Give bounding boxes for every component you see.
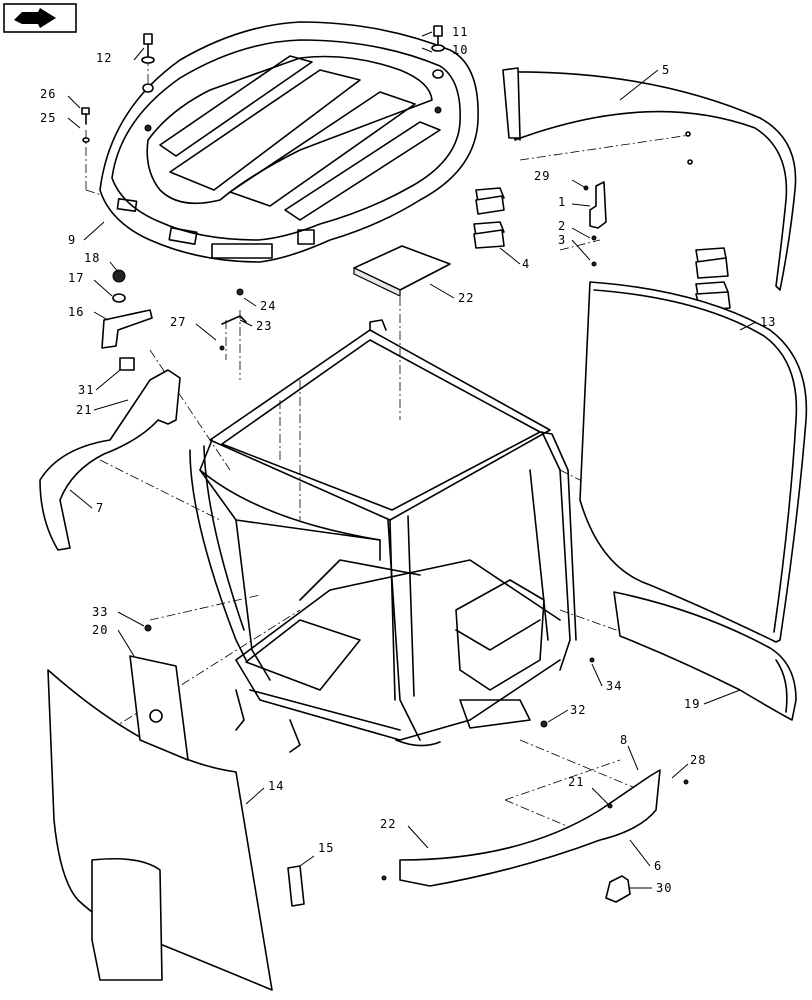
callout-32: 31 — [78, 383, 94, 397]
roof-bolts — [81, 25, 445, 143]
callout-2: 2 — [558, 219, 566, 233]
mounting-bracket — [583, 181, 607, 267]
callout-6: 6 — [654, 859, 662, 873]
front-window — [579, 281, 808, 643]
callout-3: 3 — [558, 233, 566, 247]
callout-12: 12 — [96, 51, 112, 65]
callout-10: 10 — [452, 43, 468, 57]
left-side-panel — [47, 669, 273, 991]
callout-22: 22 — [380, 817, 396, 831]
rear-window — [502, 67, 797, 291]
callout-17: 17 — [68, 271, 84, 285]
callout-25: 24 — [260, 299, 276, 313]
callout-11: 11 — [452, 25, 468, 39]
callout-8: 8 — [620, 733, 628, 747]
trim-pieces — [39, 269, 689, 907]
foam-blocks — [353, 187, 731, 311]
callout-29: 28 — [690, 753, 706, 767]
callout-34: 33 — [92, 605, 108, 619]
callout-35: 34 — [606, 679, 622, 693]
callout-31: 30 — [656, 881, 672, 895]
callout-21-left: 21 — [76, 403, 92, 417]
callout-26: 25 — [40, 111, 56, 125]
callout-18: 18 — [84, 251, 100, 265]
callout-28: 27 — [170, 315, 186, 329]
callout-21-right: 21 — [568, 775, 584, 789]
callout-13: 13 — [760, 315, 776, 329]
callout-23: 22 — [458, 291, 474, 305]
callout-16: 16 — [68, 305, 84, 319]
callout-1: 1 — [558, 195, 566, 209]
callout-9: 9 — [68, 233, 76, 247]
leader-lines — [67, 31, 757, 889]
callout-5: 5 — [662, 63, 670, 77]
callout-27: 26 — [40, 87, 56, 101]
callout-labels: 12 11 10 26 25 9 18 17 16 31 21 7 5 29 1… — [40, 25, 776, 895]
forward-arrow-icon[interactable] — [3, 3, 77, 33]
lower-front-glass — [613, 591, 797, 721]
callout-19: 19 — [684, 697, 700, 711]
callout-15: 15 — [318, 841, 334, 855]
callout-4: 4 — [522, 257, 530, 271]
roof-panel — [99, 21, 479, 263]
cab-frame — [189, 319, 577, 753]
callout-7: 7 — [96, 501, 104, 515]
callout-20: 20 — [92, 623, 108, 637]
callout-24: 23 — [256, 319, 272, 333]
callout-14: 14 — [268, 779, 284, 793]
callout-30: 29 — [534, 169, 550, 183]
side-window — [129, 655, 189, 761]
callout-33: 32 — [570, 703, 586, 717]
